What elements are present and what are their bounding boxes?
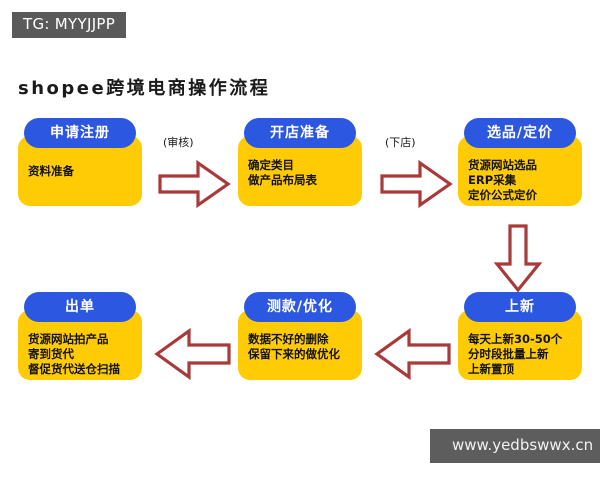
flow-node-detail-line: 数据不好的删除 bbox=[248, 332, 329, 346]
flow-node-detail-list: 货源网站拍产品 寄到货代 督促货代送仓扫描 bbox=[18, 332, 142, 377]
flow-arrow-left-1 bbox=[374, 327, 451, 381]
flow-node-test-optimize: 数据不好的删除 保留下来的做优化 测款/优化 bbox=[238, 292, 362, 380]
flow-arrow-label-open-store: (下店) bbox=[385, 136, 416, 149]
flow-arrow-left-2 bbox=[154, 327, 231, 381]
flow-node-detail-list: 货源网站选品 ERP采集 定价公式定价 bbox=[458, 158, 582, 203]
flow-node-detail-line: 资料准备 bbox=[28, 164, 74, 178]
flow-node-shop-preparation: 确定类目 做产品布局表 开店准备 bbox=[238, 118, 362, 206]
flow-node-header: 出单 bbox=[24, 292, 136, 322]
flow-node-detail-line: 分时段批量上新 bbox=[468, 347, 549, 361]
flow-node-detail-line: 寄到货代 bbox=[28, 347, 74, 361]
flow-node-new-arrivals: 每天上新30-50个 分时段批量上新 上新置顶 上新 bbox=[458, 292, 582, 380]
flow-node-detail-line: 上新置顶 bbox=[468, 362, 514, 376]
flow-node-header: 测款/优化 bbox=[244, 292, 356, 322]
flow-node-detail-line: 确定类目 bbox=[248, 158, 294, 172]
flow-node-order-fulfillment: 货源网站拍产品 寄到货代 督促货代送仓扫描 出单 bbox=[18, 292, 142, 380]
flow-node-detail-line: 货源网站选品 bbox=[468, 158, 537, 172]
flow-node-detail-list: 资料准备 bbox=[18, 158, 142, 179]
flow-node-header: 上新 bbox=[464, 292, 576, 322]
flow-node-header: 申请注册 bbox=[24, 118, 136, 148]
flow-node-header: 选品/定价 bbox=[464, 118, 576, 148]
tg-handle-watermark: TG: MYYJJPP bbox=[12, 12, 127, 38]
flow-node-detail-list: 每天上新30-50个 分时段批量上新 上新置顶 bbox=[458, 332, 582, 377]
flow-node-detail-line: 每天上新30-50个 bbox=[468, 332, 563, 346]
page-title: shopee跨境电商操作流程 bbox=[18, 78, 271, 99]
flow-node-selection-pricing: 货源网站选品 ERP采集 定价公式定价 选品/定价 bbox=[458, 118, 582, 206]
flow-node-detail-list: 数据不好的删除 保留下来的做优化 bbox=[238, 332, 362, 362]
flow-arrow-label-review: (审核) bbox=[163, 136, 194, 149]
flow-node-detail-line: 定价公式定价 bbox=[468, 188, 537, 202]
flow-node-header: 开店准备 bbox=[244, 118, 356, 148]
flow-node-apply-register: 资料准备 申请注册 bbox=[18, 118, 142, 206]
flow-arrow-right-2 bbox=[380, 159, 453, 209]
flow-arrow-down-1 bbox=[493, 224, 546, 293]
flow-node-detail-line: 保留下来的做优化 bbox=[248, 347, 340, 361]
flow-node-detail-line: 督促货代送仓扫描 bbox=[28, 362, 120, 376]
flow-node-detail-line: 货源网站拍产品 bbox=[28, 332, 109, 346]
flow-node-detail-list: 确定类目 做产品布局表 bbox=[238, 158, 362, 188]
flow-node-detail-line: ERP采集 bbox=[468, 173, 517, 187]
site-url-watermark: www.yedbswwx.cn bbox=[430, 429, 600, 463]
flow-node-detail-line: 做产品布局表 bbox=[248, 173, 317, 187]
flow-arrow-right-1 bbox=[158, 159, 231, 209]
